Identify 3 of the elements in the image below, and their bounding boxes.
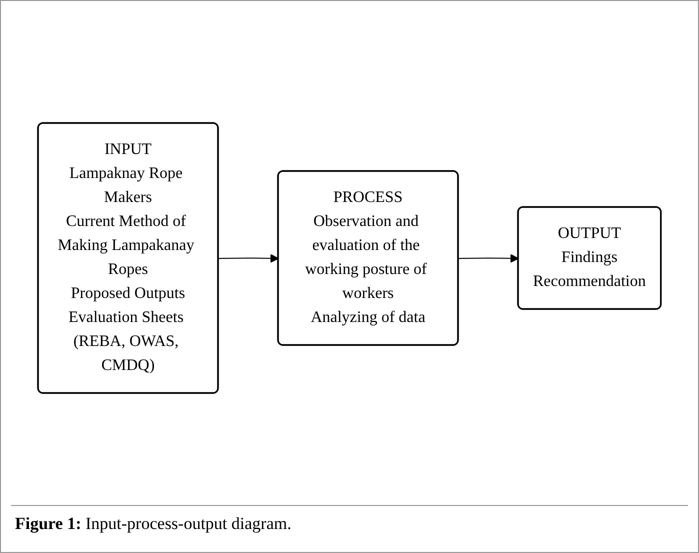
arrow [218,254,279,263]
arrow [458,254,519,263]
figure-caption: Figure 1: Input-process-output diagram. [11,505,688,542]
